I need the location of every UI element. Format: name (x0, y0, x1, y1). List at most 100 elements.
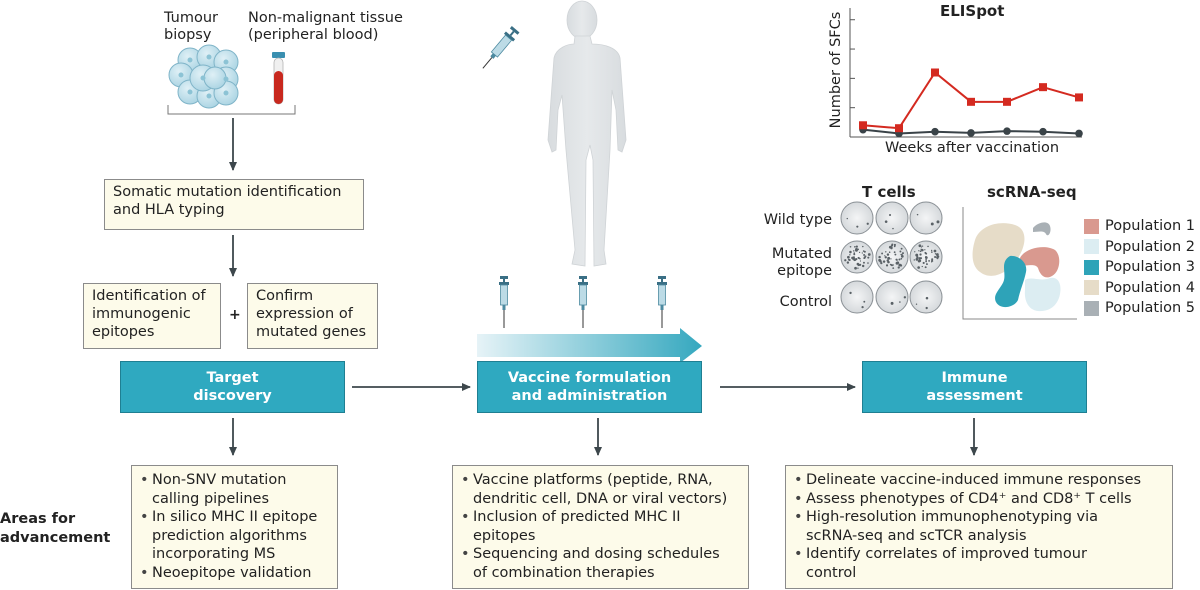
data-point (1075, 93, 1083, 102)
spot (901, 255, 904, 258)
spot (892, 267, 895, 269)
elispot-well (840, 201, 874, 235)
spot (885, 264, 889, 267)
spot (924, 256, 927, 259)
advancement-item-line: High-resolution immunophenotyping via (806, 509, 1099, 525)
elispot-well (875, 201, 909, 235)
advancement-box-immune: Delineate vaccine-induced immune respons… (785, 465, 1173, 589)
scrnaseq-plot (962, 207, 1077, 320)
legend-label: Population 4 (1105, 279, 1196, 296)
stage-line: and administration (511, 388, 668, 404)
spot (931, 251, 933, 253)
spot (848, 258, 851, 262)
data-point (859, 121, 867, 130)
spot (918, 250, 920, 252)
tcells-title: T cells (862, 183, 916, 201)
spot (922, 261, 925, 265)
legend-label: Population 3 (1105, 259, 1196, 276)
stage-vaccine-formulation[interactable]: Vaccine formulation and administration (477, 361, 702, 413)
spot (880, 262, 883, 265)
data-point (895, 124, 903, 133)
row-label-line: Control (779, 294, 832, 310)
advancement-item-line: dendritic cell, DNA or viral vectors) (473, 490, 728, 507)
spot (918, 244, 922, 248)
spot (867, 256, 870, 259)
spot (893, 243, 896, 246)
confirm-line: mutated genes (256, 324, 367, 340)
spot (925, 306, 928, 310)
spot (930, 249, 933, 252)
advancement-item: Vaccine platforms (peptide, RNA, dendriti… (461, 471, 740, 508)
spot (852, 250, 855, 252)
data-point (931, 68, 939, 77)
spot (844, 259, 847, 262)
tcell-wells (840, 201, 943, 314)
legend-item: Population 1 (1084, 216, 1195, 237)
elispot-well (875, 280, 909, 314)
spot (861, 306, 864, 309)
spot (893, 245, 896, 248)
spot (882, 260, 886, 263)
spot (899, 301, 901, 303)
spot (936, 257, 939, 260)
spot (890, 258, 892, 260)
spot (849, 254, 851, 256)
spot (916, 213, 919, 216)
spot (847, 255, 850, 259)
spot (931, 258, 934, 261)
legend-item: Population 2 (1084, 237, 1195, 258)
advancement-item-line: incorporating MS (152, 546, 276, 562)
elispot-xlabel: Weeks after vaccination (885, 140, 1060, 156)
spot (916, 256, 919, 259)
normal-label-line: (peripheral blood) (248, 27, 379, 43)
areas-label-line: advancement (0, 530, 111, 546)
spot (884, 255, 886, 257)
spot (866, 222, 869, 225)
advancement-item: High-resolution immunophenotyping viascR… (794, 508, 1164, 545)
spot (862, 245, 864, 248)
legend-item: Population 5 (1084, 298, 1195, 319)
legend-swatch (1084, 218, 1099, 234)
spot (884, 220, 888, 223)
spot (920, 246, 923, 248)
spot (924, 249, 926, 251)
confirm-expression-box: Confirm expression of mutated genes (247, 283, 378, 349)
data-point (967, 97, 975, 106)
spot (918, 257, 921, 260)
somatic-line: Somatic mutation identification (113, 184, 342, 200)
tcell-row-label-mutated: Mutated epitope (762, 246, 832, 280)
spot (853, 253, 856, 256)
spot (849, 291, 852, 295)
spot (921, 265, 923, 268)
samples-bracket (167, 105, 296, 115)
spot (855, 245, 858, 248)
legend-swatch (1084, 259, 1099, 275)
spot (896, 259, 898, 261)
epitopes-line: immunogenic (92, 306, 191, 322)
spot (879, 259, 882, 263)
spot (921, 245, 924, 247)
spot (924, 266, 927, 269)
spot (854, 245, 856, 248)
elispot-title: ELISpot (940, 2, 1005, 20)
syringe-icon (578, 276, 588, 328)
elispot-well (840, 240, 874, 274)
advancement-item-line: Vaccine platforms (peptide, RNA, (473, 472, 713, 488)
advancement-item-line: Delineate vaccine-induced immune respons… (806, 472, 1142, 488)
row-label-line: Wild type (763, 212, 832, 228)
spot (898, 258, 901, 261)
spot (897, 266, 900, 269)
spot (928, 260, 930, 262)
stage-line: Vaccine formulation (507, 370, 672, 386)
data-point (1075, 129, 1083, 138)
legend-label: Population 2 (1105, 238, 1196, 255)
advancement-item-line: control (806, 564, 857, 581)
spot (890, 246, 893, 249)
spot (915, 253, 919, 257)
elispot-well (909, 280, 943, 314)
data-point (967, 129, 975, 137)
